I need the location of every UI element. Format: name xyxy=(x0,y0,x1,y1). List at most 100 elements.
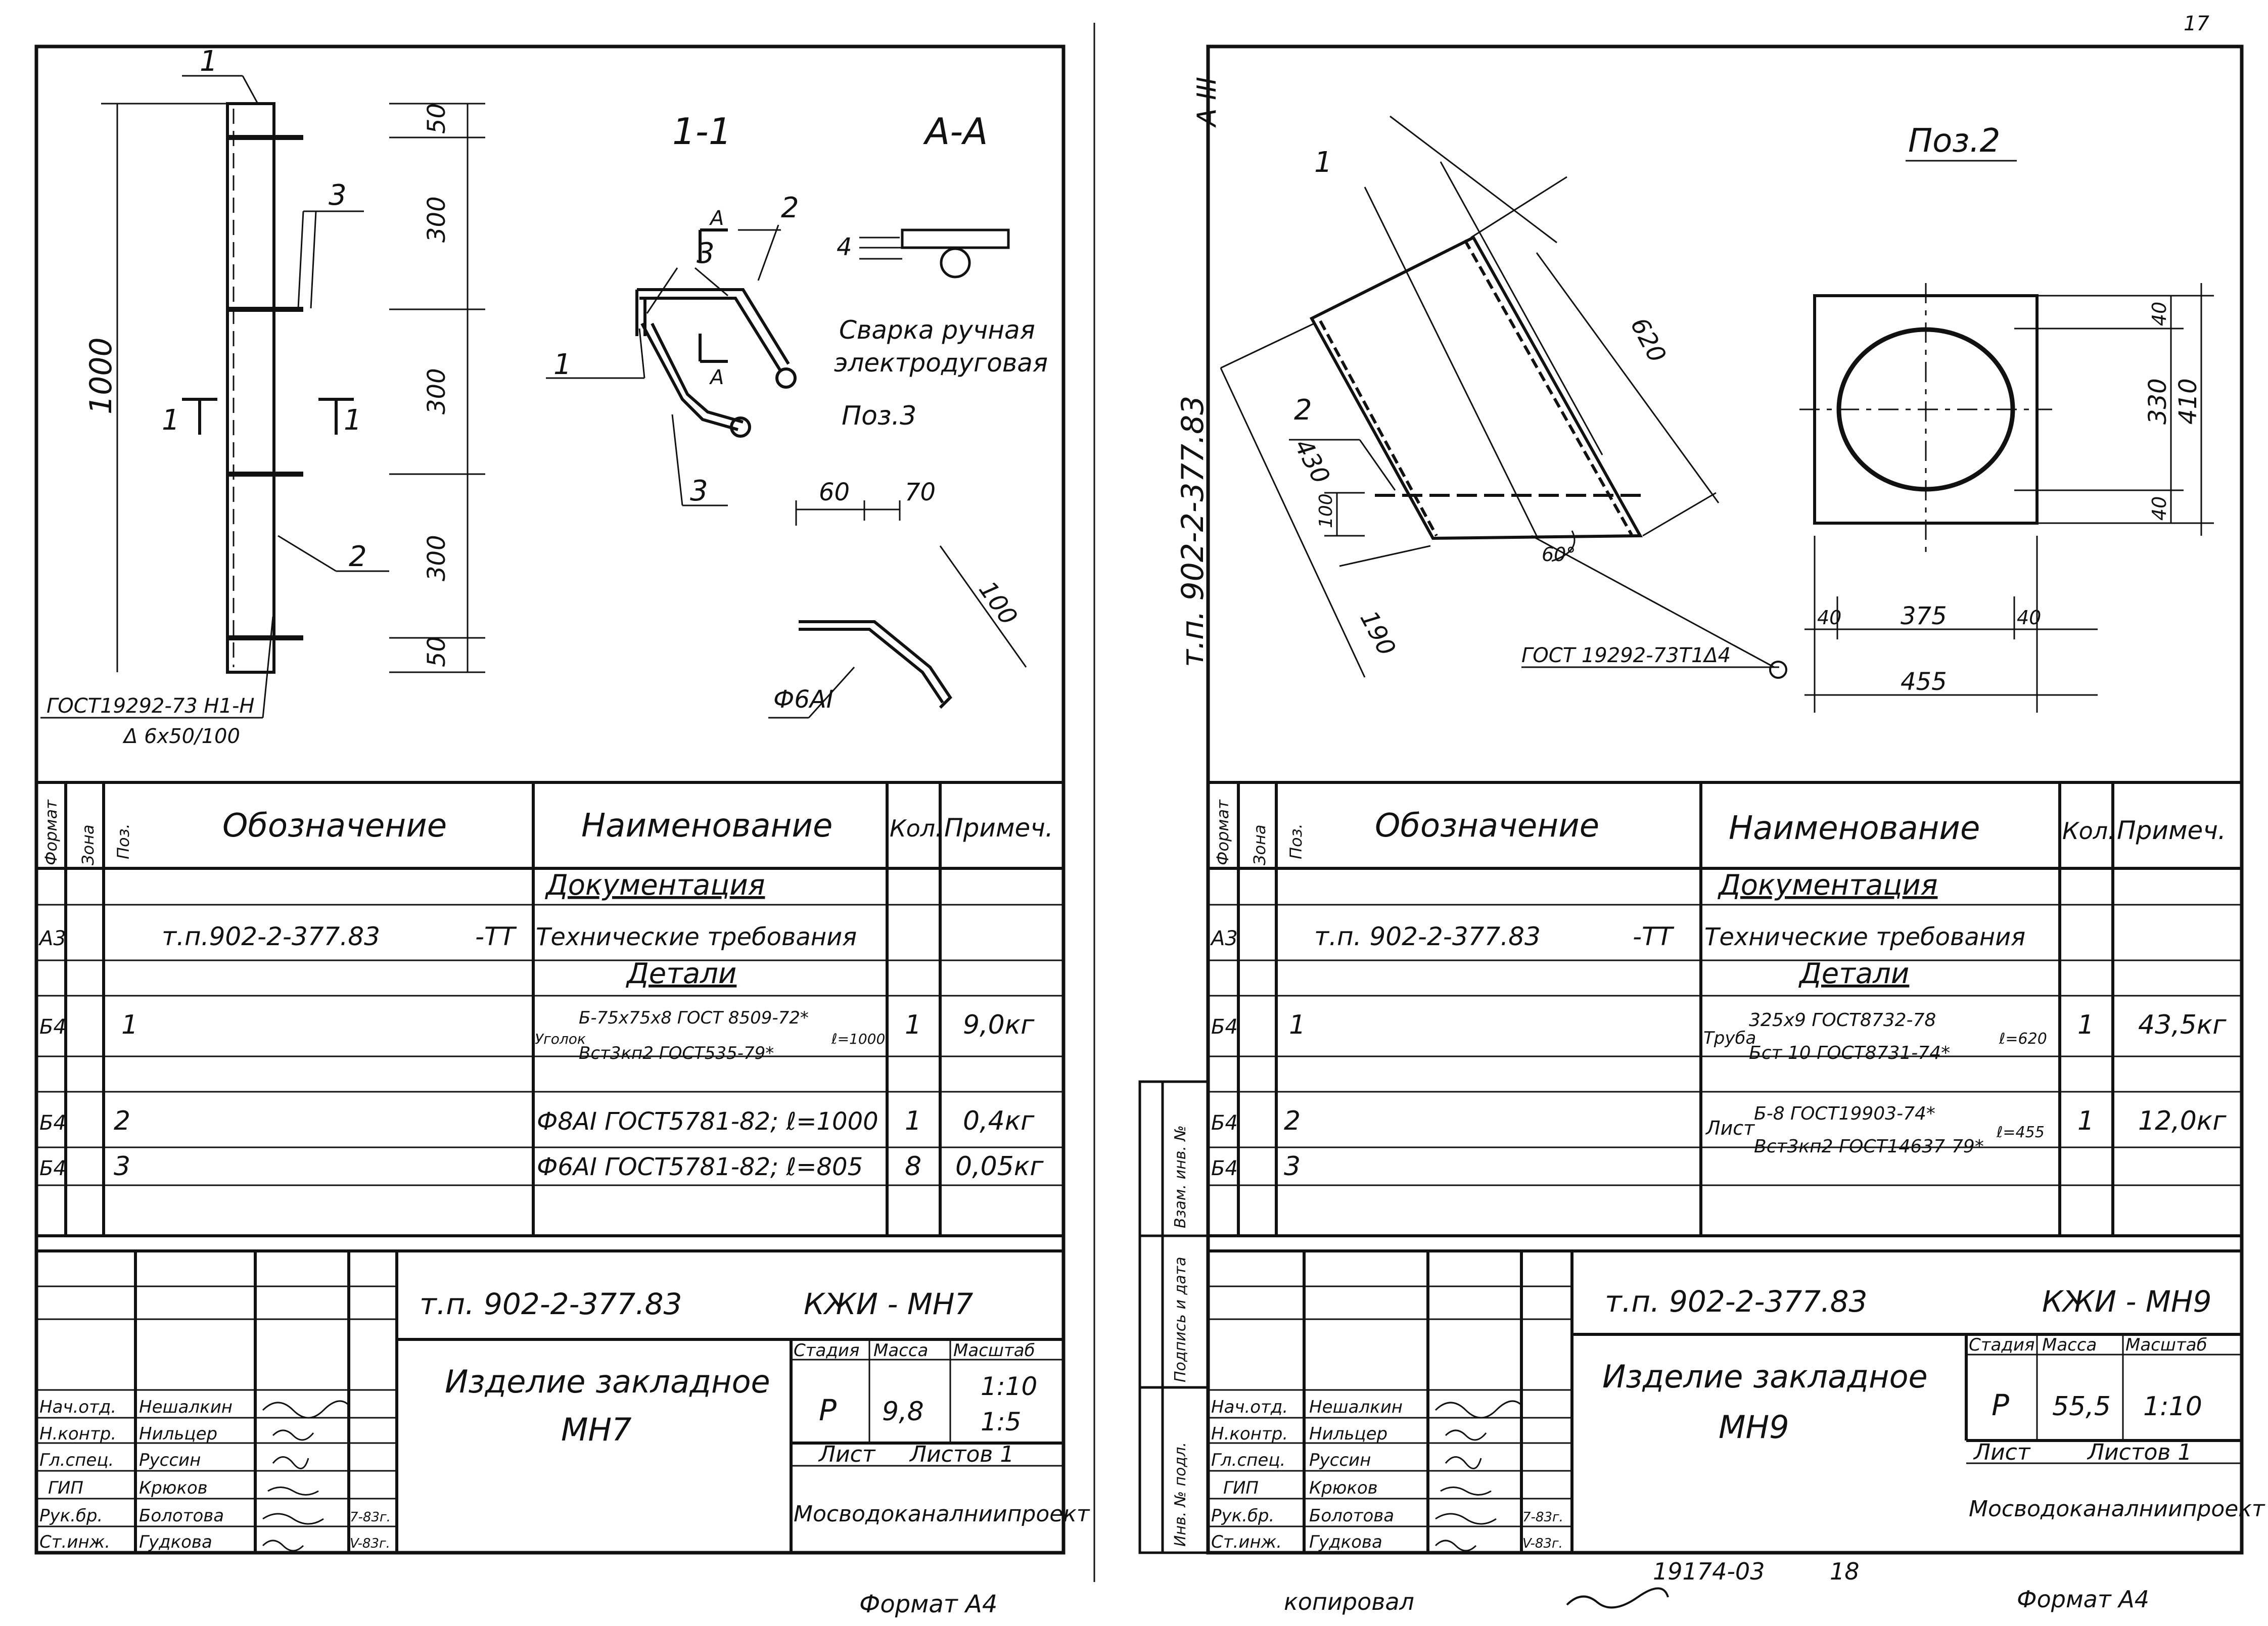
r-pos2-label: 2 xyxy=(1294,394,1312,427)
row2-name: Ф8AI ГОСТ5781-82; ℓ=1000 xyxy=(537,1107,878,1136)
row-docs-suffix: -ТТ xyxy=(475,922,517,951)
footer-num: 19174-03 xyxy=(1653,1558,1765,1585)
r-tb-stage: Р xyxy=(1992,1388,2009,1422)
cut-mark-right: 1 xyxy=(344,404,362,437)
tb-title-2: МН7 xyxy=(561,1411,632,1448)
dim-70: 70 xyxy=(905,478,936,506)
r-tb-code: т.п. 902-2-377.83 xyxy=(1605,1284,1867,1319)
dim-410: 410 xyxy=(2174,378,2202,425)
gost-weld-1: ГОСТ19292-73 Н1-Н xyxy=(47,694,254,718)
tb-stage: Р xyxy=(819,1393,837,1427)
sec-pos2-label: 2 xyxy=(781,192,799,224)
r-gost: ГОСТ 19292-73Т1Δ4 xyxy=(1521,644,1731,667)
tb-code: т.п. 902-2-377.83 xyxy=(420,1287,682,1321)
section-title: 1-1 xyxy=(672,110,732,153)
r-tb-name-1: Нешалкин xyxy=(1309,1397,1403,1417)
r-tb-date-6: V-83г. xyxy=(1522,1536,1563,1551)
poz2-title: Поз.2 xyxy=(1908,122,2000,160)
r-tb-role-4: ГИП xyxy=(1223,1478,1259,1498)
left-frame xyxy=(34,44,1066,1555)
r-row2-name-bottom: Вст3кп2 ГОСТ14637-79* xyxy=(1754,1136,1984,1157)
r-hdr-designation: Обозначение xyxy=(1375,807,1599,845)
pos3-label: 3 xyxy=(329,179,347,212)
vertical-code: т.п. 902-2-377.83 xyxy=(1175,396,1211,667)
r-section-parts: Детали xyxy=(1798,957,1909,990)
tb-role-1: Нач.отд. xyxy=(39,1397,116,1417)
hdr-zone: Зона xyxy=(78,824,98,865)
tb-name-2: Нильцер xyxy=(139,1424,217,1444)
tb-role-5: Рук.бр. xyxy=(39,1506,103,1526)
tb-org: Мосводоканалниипроект xyxy=(794,1501,1090,1527)
dim-1000: 1000 xyxy=(83,337,119,414)
r-tb-name-3: Руссин xyxy=(1309,1450,1371,1470)
r-row3-pos: 3 xyxy=(1284,1151,1301,1182)
right-footer: Формат А4 xyxy=(2017,1586,2149,1613)
corner-num: 17 xyxy=(2184,12,2209,35)
r-tb-sheets: Листов 1 xyxy=(2087,1439,2192,1465)
r-hdr-pos: Поз. xyxy=(1286,823,1306,859)
r-tb-name-4: Крюков xyxy=(1309,1478,1378,1498)
tb-date-5: 7-83г. xyxy=(350,1510,391,1525)
weld-label-1: Сварка ручная xyxy=(839,315,1035,345)
r-row3-format: Б4 xyxy=(1211,1157,1238,1180)
section-docs: Документация xyxy=(544,869,765,902)
r-tb-role-2: Н.контр. xyxy=(1211,1424,1288,1444)
pos2-label: 2 xyxy=(349,540,367,573)
dim-190: 190 xyxy=(1354,606,1401,660)
dim-40-b: 40 xyxy=(2148,496,2170,521)
r-row2-len: ℓ=455 xyxy=(1996,1124,2045,1141)
r-row1-note: 43,5кг xyxy=(2138,1010,2227,1040)
row1-name-top: Б-75x75x8 ГОСТ 8509-72* xyxy=(579,1008,809,1028)
r-row1-len: ℓ=620 xyxy=(1999,1030,2047,1048)
tb-scale-h: Масштаб xyxy=(953,1340,1035,1361)
dim-60: 60 xyxy=(819,478,850,506)
row3-name: Ф6AI ГОСТ5781-82; ℓ=805 xyxy=(537,1153,863,1181)
tb-sheets: Листов 1 xyxy=(909,1442,1014,1467)
left-footer: Формат А4 xyxy=(859,1590,997,1618)
tb-name-1: Нешалкин xyxy=(139,1397,233,1417)
row-docs-name: Технические требования xyxy=(536,923,857,951)
r-tb-mass: 55,5 xyxy=(2052,1391,2111,1422)
r-tb-mass-h: Масса xyxy=(2042,1335,2097,1355)
r-row2-format: Б4 xyxy=(1211,1111,1238,1135)
bar-label: Ф6AI xyxy=(773,685,834,714)
tb-name-5: Болотова xyxy=(139,1506,224,1526)
view-title: A-A xyxy=(923,110,988,153)
row1-note: 9,0кг xyxy=(963,1010,1035,1040)
tb-role-3: Гл.спец. xyxy=(39,1450,114,1470)
r-hdr-format: Формат xyxy=(1213,799,1232,865)
r-pos1-label: 1 xyxy=(1314,146,1332,179)
r-tb-name-2: Нильцер xyxy=(1309,1424,1387,1444)
row-docs-format: А3 xyxy=(38,927,66,950)
r-hdr-note: Примеч. xyxy=(2117,816,2226,845)
sec-pos3-label: 3 xyxy=(690,475,708,507)
row2-note: 0,4кг xyxy=(963,1106,1035,1136)
r-tb-stage-h: Стадия xyxy=(1969,1335,2034,1355)
r-tb-title-1: Изделие закладное xyxy=(1602,1358,1928,1395)
r-tb-role-5: Рук.бр. xyxy=(1211,1506,1274,1526)
r-tb-date-5: 7-83г. xyxy=(1522,1510,1563,1525)
dim-300-2: 300 xyxy=(423,368,451,414)
weld-label-2: электродуговая xyxy=(834,348,1048,378)
tb-name-6: Гудкова xyxy=(139,1532,212,1552)
r-row2-note: 12,0кг xyxy=(2138,1106,2227,1136)
r-tb-role-3: Гл.спец. xyxy=(1211,1450,1285,1470)
hdr-designation: Обозначение xyxy=(222,807,447,845)
row3-format: Б4 xyxy=(39,1157,66,1180)
sec-pos3-top-label: 3 xyxy=(697,237,715,270)
section-mark-a-top: A xyxy=(709,207,724,230)
dim-430: 430 xyxy=(1288,434,1335,488)
gost-weld-2: Δ 6x50/100 xyxy=(122,725,240,748)
r-tb-scale-h: Масштаб xyxy=(2125,1335,2207,1355)
row3-pos: 3 xyxy=(114,1151,130,1182)
r-hdr-zone: Зона xyxy=(1250,824,1269,865)
hdr-pos: Поз. xyxy=(114,823,133,859)
r-row1-format: Б4 xyxy=(1211,1015,1238,1039)
r-row2-pos: 2 xyxy=(1284,1106,1301,1136)
tb-name-4: Крюков xyxy=(139,1478,208,1498)
dim-50-bottom: 50 xyxy=(423,636,451,667)
dim-40-d: 40 xyxy=(2017,607,2041,629)
r-section-docs: Документация xyxy=(1717,869,1937,902)
